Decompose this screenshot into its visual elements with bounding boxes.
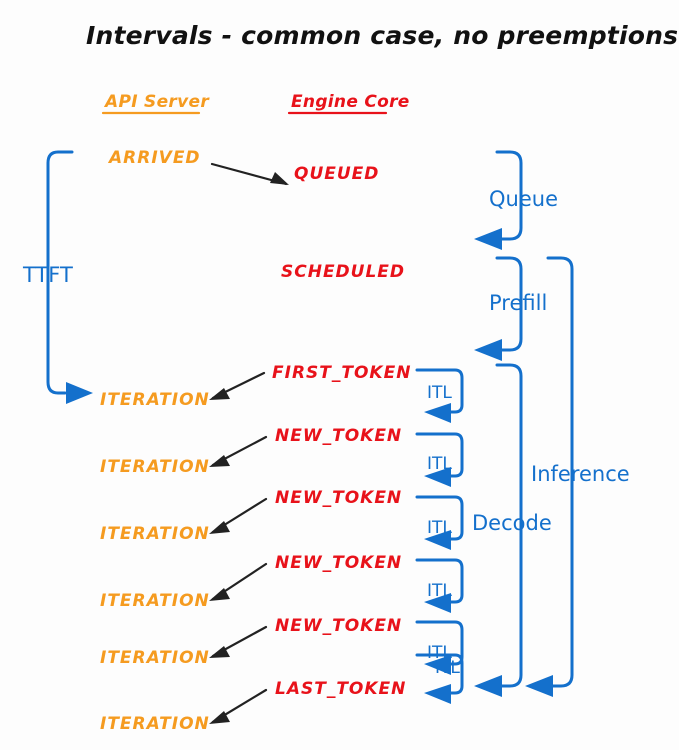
state-new-token-4: NEW_TOKEN: [275, 616, 402, 636]
interval-bracket-itl-3: [415, 495, 464, 550]
interval-bracket-itl-1: [415, 368, 464, 423]
interval-label-itl-2: ITL: [427, 454, 452, 474]
state-first-token: FIRST_TOKEN: [272, 363, 411, 383]
interval-bracket-itl-6: [415, 653, 464, 704]
interval-label-prefill: Prefill: [489, 291, 547, 315]
interval-label-itl-1: ITL: [427, 383, 452, 403]
interval-bracket-prefill: [474, 256, 523, 361]
arrow-first-token-to-iteration: [209, 371, 266, 400]
arrow-arrived-to-queued: [210, 162, 289, 186]
interval-label-itl-3: ITL: [427, 518, 452, 538]
state-scheduled: SCHEDULED: [281, 262, 405, 282]
interval-bracket-decode: [474, 363, 523, 697]
state-new-token-2: NEW_TOKEN: [275, 488, 402, 508]
arrow-new-token-3-to-iteration: [209, 562, 268, 601]
state-arrived: ARRIVED: [107, 148, 201, 168]
state-iteration-5: ITERATION: [100, 648, 210, 668]
interval-label-inference: Inference: [531, 462, 630, 486]
state-last-token: LAST_TOKEN: [275, 679, 406, 699]
interval-bracket-queue: [474, 150, 523, 250]
state-iteration-4: ITERATION: [100, 591, 210, 611]
column-header-api-server: API Server: [103, 92, 210, 112]
state-iteration-2: ITERATION: [100, 457, 210, 477]
interval-label-ttft: TTFT: [22, 263, 73, 287]
interval-bracket-itl-2: [415, 432, 464, 487]
column-header-engine-core: Engine Core: [291, 92, 410, 112]
interval-bracket-ttft: [46, 150, 93, 404]
page-title: Intervals - common case, no preemptions: [86, 21, 678, 50]
state-iteration-6: ITERATION: [100, 714, 210, 734]
state-new-token-3: NEW_TOKEN: [275, 553, 402, 573]
interval-label-itl-4: ITL: [427, 581, 452, 601]
interval-bracket-itl-5: [415, 620, 464, 675]
interval-bracket-itl-4: [415, 558, 464, 613]
state-new-token-1: NEW_TOKEN: [275, 426, 402, 446]
arrow-new-token-1-to-iteration: [209, 435, 268, 467]
arrow-new-token-2-to-iteration: [209, 497, 268, 534]
state-queued: QUEUED: [294, 164, 379, 184]
state-iteration-3: ITERATION: [100, 524, 210, 544]
interval-label-itl-6: ITL: [435, 658, 460, 678]
state-iteration-1: ITERATION: [100, 390, 210, 410]
interval-label-decode: Decode: [472, 511, 552, 535]
interval-bracket-inference: [525, 256, 574, 697]
arrow-last-token-to-iteration: [209, 688, 268, 724]
interval-label-queue: Queue: [489, 187, 558, 211]
interval-label-itl-5: ITL: [427, 643, 452, 663]
arrow-new-token-4-to-iteration: [209, 625, 268, 658]
